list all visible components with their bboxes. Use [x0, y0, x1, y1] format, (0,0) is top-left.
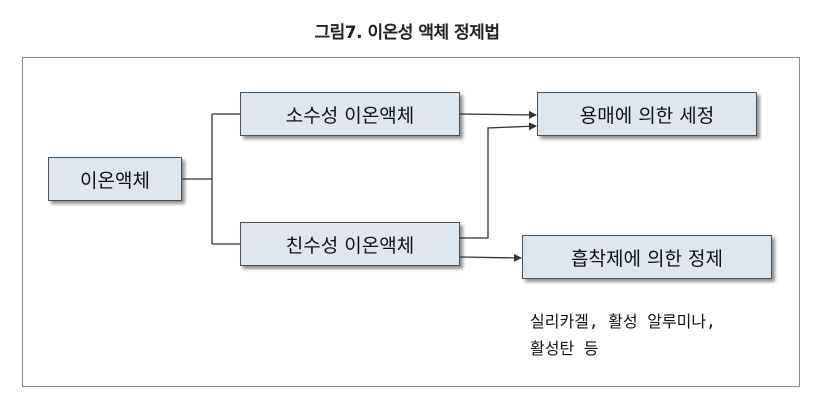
- hydrophobic-ionic-liquid-box: 소수성 이온액체: [240, 92, 460, 136]
- adsorbent-purification-box: 흡착제에 의한 정제: [522, 235, 772, 279]
- figure-title: 그림7. 이온성 액체 정제법: [314, 23, 500, 43]
- ionic-liquid-box: 이온액체: [48, 157, 182, 201]
- arrow-hydrophobic-to-solvent: [459, 110, 537, 119]
- branch-line: [182, 113, 240, 245]
- arrow-hydrophilic-to-solvent: [460, 122, 537, 239]
- solvent-washing-box: 용매에 의한 세정: [537, 92, 757, 136]
- adsorbent-examples-note: 실리카겔, 활성 알루미나, 활성탄 등: [530, 312, 716, 358]
- hydrophilic-ionic-liquid-box: 친수성 이온액체: [240, 222, 460, 266]
- arrow-hydrophilic-to-adsorbent: [459, 253, 522, 262]
